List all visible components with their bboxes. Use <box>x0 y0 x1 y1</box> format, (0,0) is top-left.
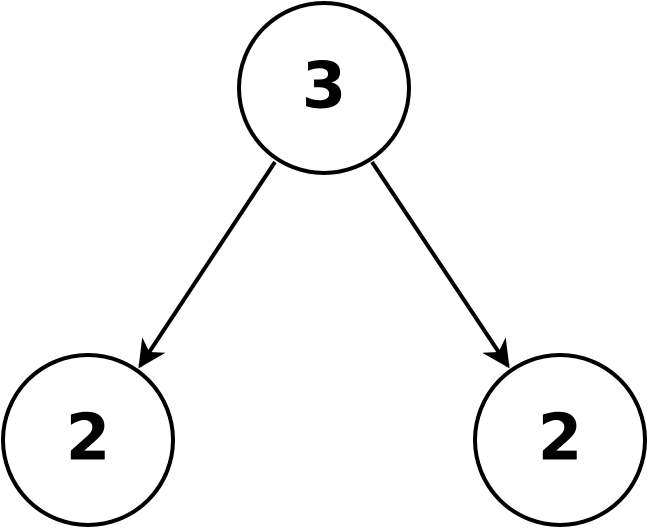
node-right: 2 <box>473 353 647 527</box>
node-top-label: 3 <box>302 50 347 124</box>
edge-top-to-left <box>138 160 277 369</box>
edge-top-to-right <box>370 160 510 369</box>
node-left-circle <box>1 353 175 527</box>
node-left: 2 <box>1 353 175 527</box>
node-top: 3 <box>237 1 411 175</box>
node-left-label: 2 <box>66 402 111 476</box>
node-right-circle <box>473 353 647 527</box>
node-right-label: 2 <box>538 402 583 476</box>
node-top-circle <box>237 1 411 175</box>
